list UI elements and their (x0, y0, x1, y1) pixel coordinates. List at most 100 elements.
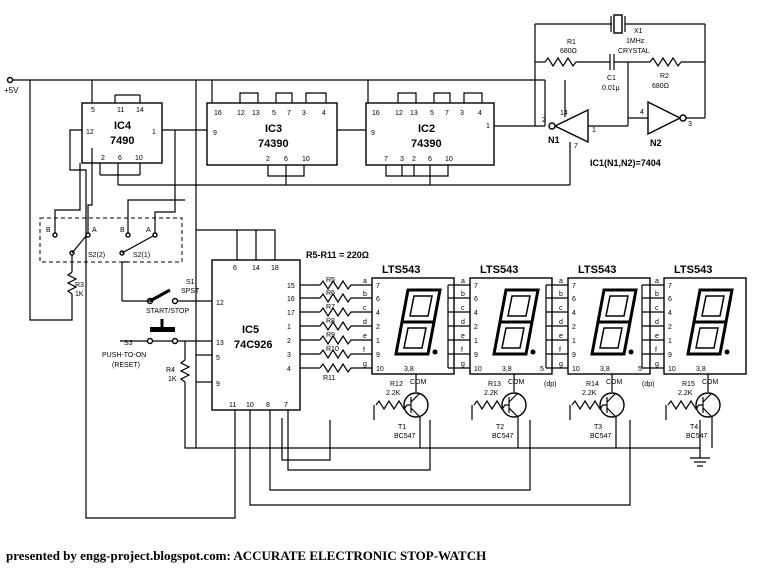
display-com-label: COM (410, 379, 427, 386)
ic3-name: IC3 (265, 123, 282, 135)
base-resistor-label: R14 (586, 381, 599, 388)
s2-pos-b: B (120, 227, 125, 234)
crystal-symbol (613, 14, 623, 34)
ic4-pin: 14 (136, 107, 144, 114)
ic4-pin: 10 (135, 155, 143, 162)
segment-resistor (319, 320, 372, 332)
segment-letter: e (655, 333, 659, 340)
segment-letter: g (363, 361, 367, 368)
ic4-pin: 5 (91, 107, 95, 114)
display-com-label: COM (606, 379, 623, 386)
display-com-pin: 3,8 (600, 366, 610, 373)
ground-icon (690, 420, 710, 467)
ic2-pin: 10 (445, 156, 453, 163)
r3-label: R3 (75, 282, 84, 289)
segment-letter: d (559, 319, 563, 326)
transistor-icon (501, 392, 527, 418)
display-name: LTS543 (480, 264, 518, 276)
segment-letter: e (363, 333, 367, 340)
display-pin: 10 (572, 366, 580, 373)
ic1-label: IC1(N1,N2)=7404 (590, 158, 661, 168)
power-rail: +5V (4, 76, 566, 126)
ic5-pin: 17 (287, 310, 295, 317)
segment-letter: f (655, 347, 657, 354)
segment-letter: a (655, 278, 659, 285)
ic2-pin: 6 (428, 156, 432, 163)
segment-letter: d (461, 319, 465, 326)
ic5-pin: 16 (287, 296, 295, 303)
display-com-label: COM (702, 379, 719, 386)
s2-pos-b: B (46, 227, 51, 234)
r2-label: R2 (660, 73, 669, 80)
ic5-pin: 7 (284, 402, 288, 409)
display-com-pin: 3,8 (502, 366, 512, 373)
transistor-label: T1 (398, 424, 406, 431)
segment-resistor (319, 306, 372, 318)
n1-label: N1 (548, 135, 560, 145)
ic5-pin: 2 (287, 338, 291, 345)
transistor-icon (403, 392, 429, 418)
x1-value: 1MHz (626, 38, 645, 45)
ic2-pin: 2 (412, 156, 416, 163)
base-resistor-label: R12 (390, 381, 403, 388)
segment-resistor-label: R7 (326, 304, 335, 311)
start-stop-switch[interactable]: S1 SPST START/STOP (121, 261, 212, 315)
segment-resistor-label: R6 (326, 290, 335, 297)
n2-pin: 3 (688, 121, 692, 128)
ic3-part: 74390 (258, 138, 289, 150)
r4-resistor (179, 341, 700, 449)
ic2-chip: IC2 74390 16 12 13 5 7 3 4 9 1 7 3 2 6 1… (337, 92, 545, 185)
display-com-label: COM (508, 379, 525, 386)
reset-switch[interactable]: S3 PUSH-TO-ON (RESET) (102, 319, 212, 369)
display-pin: 7 (572, 283, 576, 290)
segment-letter: b (461, 291, 465, 298)
ic2-pin: 3 (460, 110, 464, 117)
ic3-pin: 7 (287, 110, 291, 117)
ic3-pin: 10 (302, 156, 310, 163)
segment-letter: f (363, 347, 365, 354)
ic5-name: IC5 (242, 324, 259, 336)
transistor-label: T4 (690, 424, 698, 431)
display-pin: 4 (474, 310, 478, 317)
segment-resistor (319, 292, 372, 304)
oscillator: X1 1MHz CRYSTAL R1 680Ω C1 0.01μ R2 680Ω… (534, 14, 706, 185)
display-dp-label: (dp) (544, 381, 556, 388)
base-resistor (667, 399, 703, 411)
ic4-pin: 11 (117, 107, 124, 114)
display-name: LTS543 (674, 264, 712, 276)
ic5-pin: 18 (271, 265, 279, 272)
s2-pos-a: A (92, 227, 97, 234)
r1-resistor (544, 56, 577, 68)
ic5-pin: 14 (252, 265, 260, 272)
display-pin: 10 (474, 366, 482, 373)
ic5-pin: 9 (216, 381, 220, 388)
segment-resistor-label: R9 (326, 332, 335, 339)
ic4-pin: 2 (101, 155, 105, 162)
base-resistor-label: R13 (488, 381, 501, 388)
ic5-pin: 11 (229, 402, 236, 409)
r3-value: 1K (75, 291, 84, 298)
s1-caption: START/STOP (146, 308, 190, 315)
display-pin: 4 (572, 310, 576, 317)
display-pin: 9 (572, 352, 576, 359)
display-pin: 7 (668, 283, 672, 290)
ic3-pin: 5 (272, 110, 276, 117)
ic5-pin: 13 (216, 340, 224, 347)
n2-inverter (647, 100, 682, 136)
transistor-part: BC547 (590, 433, 612, 440)
display-pin: 6 (474, 296, 478, 303)
base-resistor (375, 399, 411, 411)
display-name: LTS543 (382, 264, 420, 276)
segment-letter: c (363, 305, 367, 312)
ic5-pin: 8 (266, 402, 270, 409)
segment-resistor (319, 279, 372, 291)
ic5-chip: IC5 74C926 6 14 18 12 13 5 9 11 10 8 7 (69, 80, 631, 519)
display-pin: 4 (668, 310, 672, 317)
display-pin: 1 (572, 338, 576, 345)
caption: presented by engg-project.blogspot.com: … (6, 548, 486, 564)
segment-letter: g (461, 361, 465, 368)
